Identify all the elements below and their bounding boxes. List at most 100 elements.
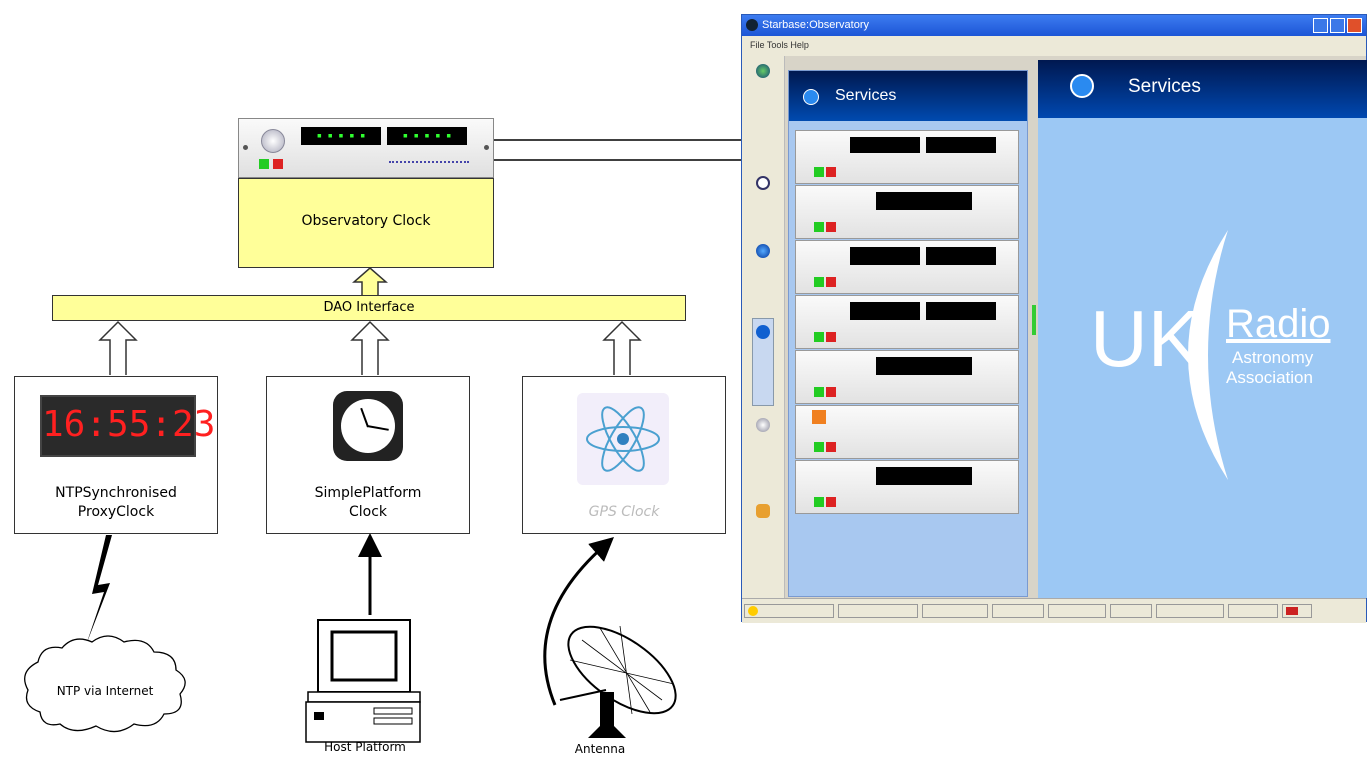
ntp-clock-label-line2: ProxyClock [77,504,155,520]
lightning-bolt [86,535,112,645]
ntp-time-display: 16:55:23 [42,404,216,445]
rack-lcd [926,302,996,320]
service-rack[interactable] [795,295,1019,349]
logo-dish-arc [1188,230,1228,480]
arrow-antenna-to-gps [543,537,614,706]
logo-association: Association [1226,368,1313,387]
earth-icon[interactable] [756,244,770,258]
minimize-button[interactable] [1313,18,1328,33]
rack-lcd [876,357,972,375]
rack-lcd [876,467,972,485]
rack-lcd [850,302,920,320]
rack-lcd [926,247,996,265]
status-led-red [273,159,283,169]
service-rack[interactable] [795,350,1019,404]
services-panel: Services [788,70,1028,597]
play-icon[interactable] [756,176,770,190]
rack-lcd [850,247,920,265]
menu-bar: File Tools Help [742,36,1366,56]
info-icon [803,89,819,105]
info-icon [756,325,770,339]
user-icon[interactable] [756,504,770,518]
side-navigation [742,56,785,598]
maximize-button[interactable] [1330,18,1345,33]
logo-radio: Radio [1226,302,1331,346]
detail-header: Services [1038,60,1367,118]
time-display: ▪ ▪ ▪ ▪ ▪ [301,127,381,145]
splitter-handle[interactable] [1032,305,1036,335]
computer-icon [305,619,421,743]
clock-face [341,399,395,453]
ntp-clock-label-line1: NTPSynchronised [55,485,177,501]
rack-screw [484,145,489,150]
status-field [922,604,988,618]
gps-clock-box: GPS Clock [522,376,726,534]
globe-icon[interactable] [756,64,770,78]
close-button[interactable] [1347,18,1362,33]
status-led-green [259,159,269,169]
status-field [744,604,834,618]
cloud-shape [24,635,186,733]
status-led-red [826,277,836,287]
arrow-simple-to-dao [350,320,390,375]
simple-clock-label-line2: Clock [348,504,388,520]
rack-lcd [876,192,972,210]
logo-uk: UK [1090,294,1202,383]
status-led-green [814,222,824,232]
status-field [1156,604,1224,618]
atom-icon [577,393,669,485]
service-rack[interactable] [795,460,1019,514]
digital-clock-icon: 16:55:23 [40,395,216,457]
observatory-window: Starbase:Observatory File Tools Help Ser… [741,14,1367,623]
simple-clock-label-line1: SimplePlatform [314,485,422,501]
ntp-cloud-label: NTP via Internet [56,684,154,698]
detail-header-title: Services [1128,76,1201,97]
service-rack-rss[interactable] [795,405,1019,459]
language-flag-icon[interactable] [1282,604,1312,618]
status-led-red [826,332,836,342]
status-field [992,604,1044,618]
service-rack-clock[interactable] [795,130,1019,184]
status-led-red [826,167,836,177]
observatory-clock-box: Observatory Clock [238,178,494,268]
status-led-red [826,497,836,507]
app-icon [746,19,758,31]
simple-clock-box: SimplePlatform Clock [266,376,470,534]
window-titlebar[interactable]: Starbase:Observatory [742,15,1366,36]
info-icon [1070,74,1094,98]
atom-svg [586,406,660,472]
rack-caption [389,161,469,166]
services-header-title: Services [835,87,897,104]
status-led-green [814,387,824,397]
satellite-dish-icon [559,625,677,738]
clock-icon [261,129,285,153]
status-field [838,604,918,618]
date-display: ▪ ▪ ▪ ▪ ▪ [387,127,467,145]
services-header: Services [789,71,1027,121]
settings-icon[interactable] [756,418,770,432]
status-icon [748,606,758,616]
analog-clock-icon [333,391,403,461]
flag-icon [1286,607,1298,615]
status-field [1048,604,1106,618]
services-detail-pane: Services UK Radio Astronomy Association [1038,60,1367,598]
antenna-label: Antenna [574,742,626,756]
arrow-gps-to-dao [602,320,642,375]
arrow-dao-to-clock [352,267,388,295]
window-title: Starbase:Observatory [762,19,869,31]
rack-screw [243,145,248,150]
ntp-clock-box: 16:55:23 NTPSynchronised ProxyClock [14,376,218,534]
service-rack[interactable] [795,240,1019,294]
menu-items[interactable]: File Tools Help [750,40,809,50]
status-led-red [826,442,836,452]
status-led-red [826,387,836,397]
status-field [1110,604,1152,618]
host-platform-label: Host Platform [324,740,406,754]
ukraa-logo: UK Radio Astronomy Association [1038,220,1367,490]
status-field [1228,604,1278,618]
info-nav-icon[interactable] [752,318,774,406]
status-bar [742,598,1366,623]
service-rack[interactable] [795,185,1019,239]
rack-lcd [926,137,996,153]
